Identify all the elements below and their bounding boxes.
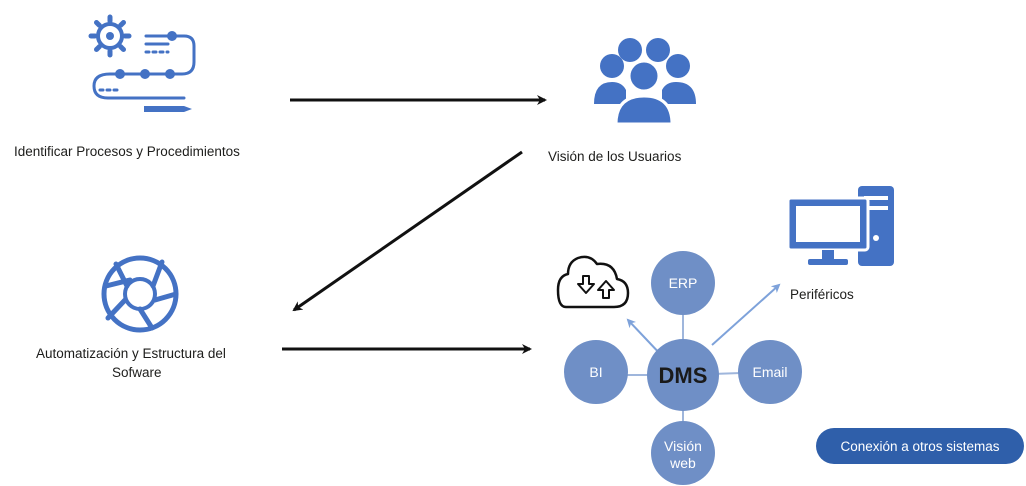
label-user-vision: Visión de los Usuarios — [548, 149, 682, 164]
node-erp — [651, 251, 715, 315]
node-erp-label: ERP — [669, 275, 698, 291]
badge-other-systems: Conexión a otros sistemas — [816, 428, 1024, 464]
cloud-sync-icon — [556, 255, 630, 309]
computer-monitor-icon — [786, 186, 894, 266]
label-automation-line2: Sofware — [112, 365, 162, 380]
node-web — [651, 421, 715, 485]
node-web-label-1: Visión — [664, 438, 702, 454]
node-bi — [564, 340, 628, 404]
node-email-label: Email — [752, 364, 787, 380]
node-email — [738, 340, 802, 404]
label-automation-line1: Automatización y Estructura del — [36, 346, 226, 361]
aperture-icon — [101, 255, 179, 333]
label-peripherals: Periféricos — [790, 287, 854, 302]
node-web-label-2: web — [669, 455, 696, 471]
node-bi-label: BI — [589, 364, 602, 380]
node-dms-label: DMS — [659, 363, 708, 388]
node-dms — [647, 339, 719, 411]
users-group-icon — [594, 38, 696, 126]
arrow-users-to-automation — [292, 150, 523, 312]
process-gear-flow-icon — [88, 14, 196, 112]
badge-other-systems-label: Conexión a otros sistemas — [840, 438, 1000, 454]
arrow-dms-to-peripherals — [711, 283, 781, 346]
label-identify-processes: Identificar Procesos y Procedimientos — [14, 144, 240, 159]
